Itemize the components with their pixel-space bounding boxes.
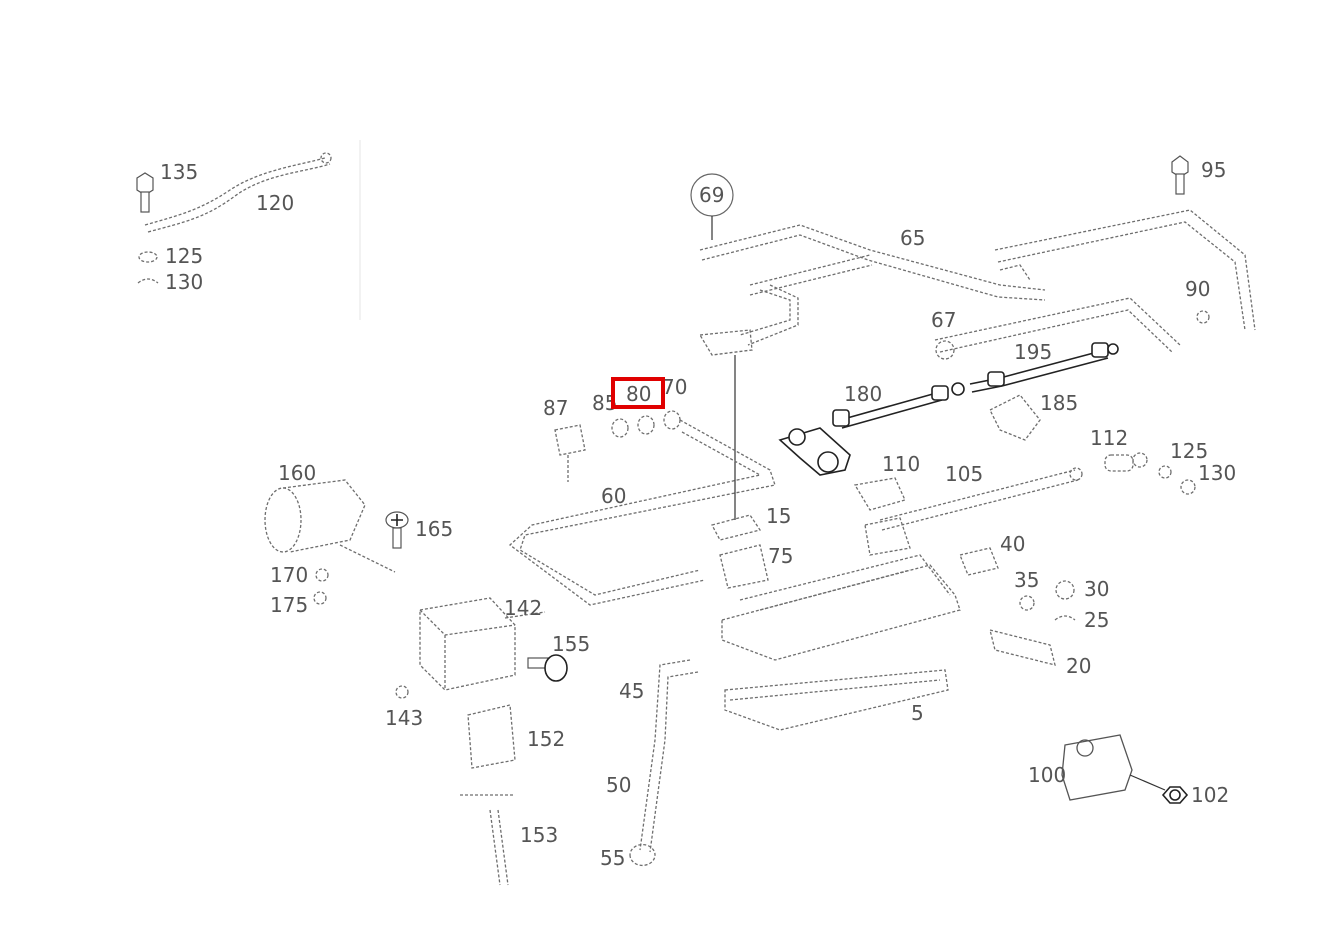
callout-50[interactable]: 50 bbox=[606, 773, 631, 797]
callout-120[interactable]: 120 bbox=[256, 191, 294, 215]
bolt-135-drawing bbox=[136, 172, 154, 213]
callout-5[interactable]: 5 bbox=[911, 701, 924, 725]
cable-harness-65-69 bbox=[690, 173, 1256, 356]
cable-120-drawing bbox=[144, 152, 332, 233]
callout-80[interactable]: 80 bbox=[626, 382, 651, 406]
highlight-box bbox=[611, 377, 665, 409]
callout-152[interactable]: 152 bbox=[527, 727, 565, 751]
callout-40[interactable]: 40 bbox=[1000, 532, 1025, 556]
callout-65[interactable]: 65 bbox=[900, 226, 925, 250]
callout-105[interactable]: 105 bbox=[945, 462, 983, 486]
clamp-20-drawing bbox=[989, 629, 1056, 666]
callout-70[interactable]: 70 bbox=[662, 375, 687, 399]
callout-95[interactable]: 95 bbox=[1201, 158, 1226, 182]
bracket-100-drawing bbox=[1061, 734, 1166, 801]
clips-85-80-70 bbox=[611, 410, 681, 438]
hose-45-50-55 bbox=[629, 659, 699, 867]
callout-90[interactable]: 90 bbox=[1185, 277, 1210, 301]
clip-87-drawing bbox=[554, 424, 586, 482]
callout-30[interactable]: 30 bbox=[1084, 577, 1109, 601]
bracket-15-drawing bbox=[711, 514, 762, 541]
relay-160-drawing bbox=[264, 479, 396, 573]
callout-175[interactable]: 175 bbox=[270, 593, 308, 617]
callout-60[interactable]: 60 bbox=[601, 484, 626, 508]
callout-69[interactable]: 69 bbox=[699, 183, 724, 207]
clamp-75-drawing bbox=[719, 544, 769, 589]
cable-loop-60 bbox=[508, 355, 776, 606]
callout-170[interactable]: 170 bbox=[270, 563, 308, 587]
callout-143[interactable]: 143 bbox=[385, 706, 423, 730]
callout-185[interactable]: 185 bbox=[1040, 391, 1078, 415]
callout-165[interactable]: 165 bbox=[415, 517, 453, 541]
callout-142[interactable]: 142 bbox=[504, 596, 542, 620]
callout-160[interactable]: 160 bbox=[278, 461, 316, 485]
module-142-drawing bbox=[419, 597, 546, 691]
callout-67[interactable]: 67 bbox=[931, 308, 956, 332]
cable-105-drawing bbox=[853, 467, 1083, 556]
callout-35[interactable]: 35 bbox=[1014, 568, 1039, 592]
inset-panel bbox=[136, 140, 361, 320]
screw-155-drawing bbox=[527, 654, 568, 682]
callout-155[interactable]: 155 bbox=[552, 632, 590, 656]
callout-45[interactable]: 45 bbox=[619, 679, 644, 703]
callout-labels: 135 120 125 130 69 65 95 90 67 195 180 1… bbox=[160, 158, 1236, 870]
callout-75[interactable]: 75 bbox=[768, 544, 793, 568]
callout-87[interactable]: 87 bbox=[543, 396, 568, 420]
callout-130-right[interactable]: 130 bbox=[1198, 461, 1236, 485]
grommets-170-175 bbox=[313, 568, 329, 605]
callout-55[interactable]: 55 bbox=[600, 846, 625, 870]
callout-195[interactable]: 195 bbox=[1014, 340, 1052, 364]
callout-25[interactable]: 25 bbox=[1084, 608, 1109, 632]
callout-135[interactable]: 135 bbox=[160, 160, 198, 184]
callout-100[interactable]: 100 bbox=[1028, 763, 1066, 787]
callout-125-right[interactable]: 125 bbox=[1170, 439, 1208, 463]
callout-15[interactable]: 15 bbox=[766, 504, 791, 528]
battery-cable-180-195 bbox=[778, 342, 1119, 476]
callout-125[interactable]: 125 bbox=[165, 244, 203, 268]
callout-153[interactable]: 153 bbox=[520, 823, 558, 847]
cable-67-drawing bbox=[934, 297, 1181, 360]
washers-125-130-right bbox=[1158, 465, 1196, 495]
terminal-40-drawing bbox=[959, 547, 999, 576]
callout-110[interactable]: 110 bbox=[882, 452, 920, 476]
nut-102-drawing bbox=[1161, 786, 1189, 804]
bolt-95-drawing bbox=[1171, 155, 1189, 195]
callout-102[interactable]: 102 bbox=[1191, 783, 1229, 807]
nut-143-drawing bbox=[395, 685, 409, 699]
callout-112[interactable]: 112 bbox=[1090, 426, 1128, 450]
washers-125-130 bbox=[137, 251, 159, 284]
connector-112-drawing bbox=[1104, 452, 1148, 472]
callout-130[interactable]: 130 bbox=[165, 270, 203, 294]
battery-tray-drawing bbox=[721, 554, 961, 731]
sensor-152-drawing bbox=[460, 704, 516, 886]
nut-90-drawing bbox=[1196, 310, 1210, 324]
terminal-185-drawing bbox=[989, 394, 1041, 441]
callout-180[interactable]: 180 bbox=[844, 382, 882, 406]
screw-165-drawing bbox=[385, 511, 409, 549]
nuts-30-35-25 bbox=[1019, 580, 1076, 621]
callout-20[interactable]: 20 bbox=[1066, 654, 1091, 678]
